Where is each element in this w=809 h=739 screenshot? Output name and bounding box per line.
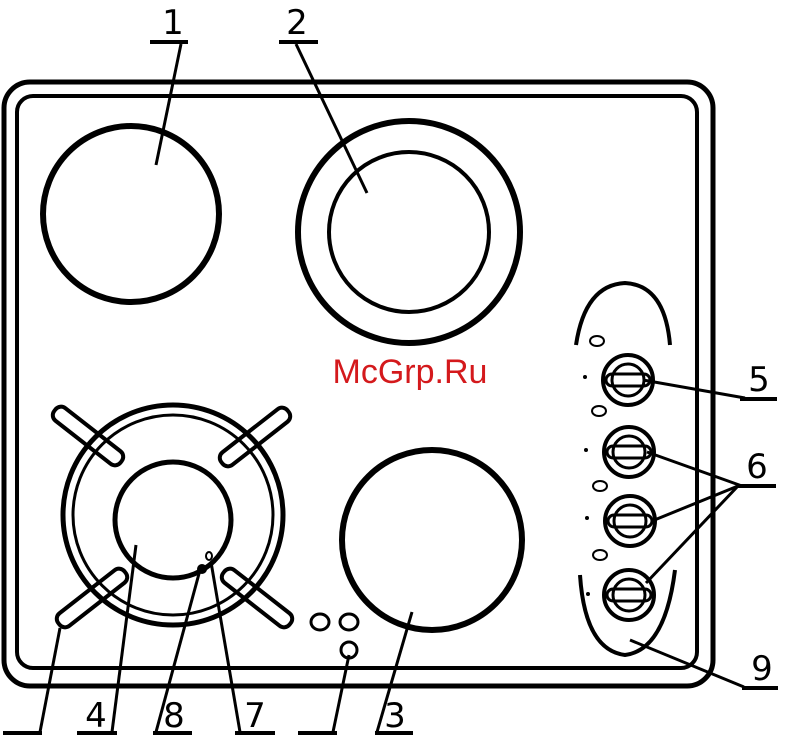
watermark: McGrp.Ru [333, 353, 488, 391]
hotplate-1 [43, 126, 219, 302]
knob-inner [612, 364, 644, 396]
label-5: 5 [748, 360, 770, 400]
label-7: 7 [244, 696, 266, 736]
label-6: 6 [746, 447, 768, 487]
leader-line-unlabeled-left [40, 628, 60, 732]
leader-line-6c [646, 486, 738, 583]
control-panel-top-arc [576, 283, 670, 345]
indicator-dot [584, 448, 588, 452]
indicator-mark [593, 481, 607, 491]
indicator-hole-left [311, 614, 329, 630]
indicator-dot [586, 592, 590, 596]
leader-line-2 [296, 44, 367, 193]
control-panel-bottom-arc [580, 570, 675, 655]
control-knob-2[interactable] [604, 427, 654, 477]
control-knob-3[interactable] [605, 496, 655, 546]
burner-middle-ring [73, 415, 273, 615]
label-2: 2 [286, 3, 308, 43]
indicator-mark [592, 406, 606, 416]
label-3: 3 [384, 696, 406, 736]
knob-inner [613, 436, 645, 468]
control-knob-4[interactable] [604, 570, 654, 620]
hotplate-3 [342, 450, 522, 630]
leader-line-9 [630, 640, 744, 687]
ignition-electrode [206, 552, 212, 560]
indicator-hole-right [340, 614, 358, 630]
leader-line-6a [647, 452, 742, 486]
label-1: 1 [162, 3, 184, 43]
indicator-holes [311, 614, 358, 658]
hotplate-2-inner-ring [329, 152, 489, 312]
indicator-dot [583, 375, 587, 379]
label-8: 8 [163, 696, 185, 736]
leader-line-1 [156, 44, 181, 165]
burner-cap [115, 462, 231, 578]
indicator-dot [585, 516, 589, 520]
control-panel [576, 283, 675, 655]
indicator-mark [590, 336, 604, 346]
leader-line-5 [643, 380, 745, 398]
knob-inner [614, 505, 646, 537]
gas-burner [50, 404, 295, 630]
pan-supports [50, 404, 295, 630]
label-4: 4 [85, 696, 107, 736]
leader-line-7 [211, 562, 240, 732]
pan-support-top-left [50, 404, 126, 468]
label-9: 9 [751, 649, 773, 689]
burner-outer-ring [63, 405, 283, 625]
indicator-mark [593, 550, 607, 560]
hotplate-2-outer-ring [298, 121, 520, 343]
hotplate-2 [298, 121, 520, 343]
knob-inner [613, 579, 645, 611]
